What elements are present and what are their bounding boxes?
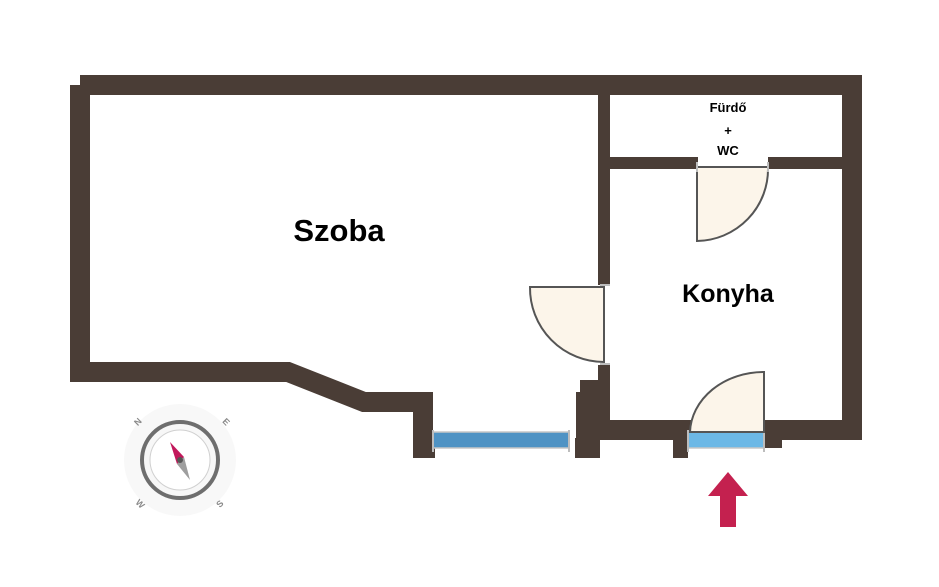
entrance-arrow-icon: [708, 472, 748, 527]
door-entrance: [688, 370, 765, 433]
compass-north-label: N: [132, 416, 144, 428]
door-szoba-konyha: [528, 286, 605, 364]
wall-pillar-lower: [576, 425, 598, 458]
walls: [70, 75, 862, 458]
partition-wall-vertical: [598, 85, 610, 285]
window-szoba: [432, 431, 570, 449]
compass-south-label: S: [214, 498, 225, 509]
doors: [528, 162, 770, 433]
compass-icon: N E S W: [124, 404, 236, 516]
window-konyha-door: [687, 431, 765, 449]
room-label-konyha: Konyha: [682, 280, 775, 308]
room-label-szoba: Szoba: [293, 213, 385, 248]
room-label-wc: WC: [717, 143, 739, 158]
door-bathroom: [696, 166, 770, 243]
bathroom-wall-left: [598, 157, 698, 169]
compass-east-label: E: [220, 416, 231, 427]
room-label-plus: +: [724, 123, 732, 138]
room-label-furdo: Fürdő: [710, 100, 747, 115]
bathroom-wall-right: [768, 157, 852, 169]
